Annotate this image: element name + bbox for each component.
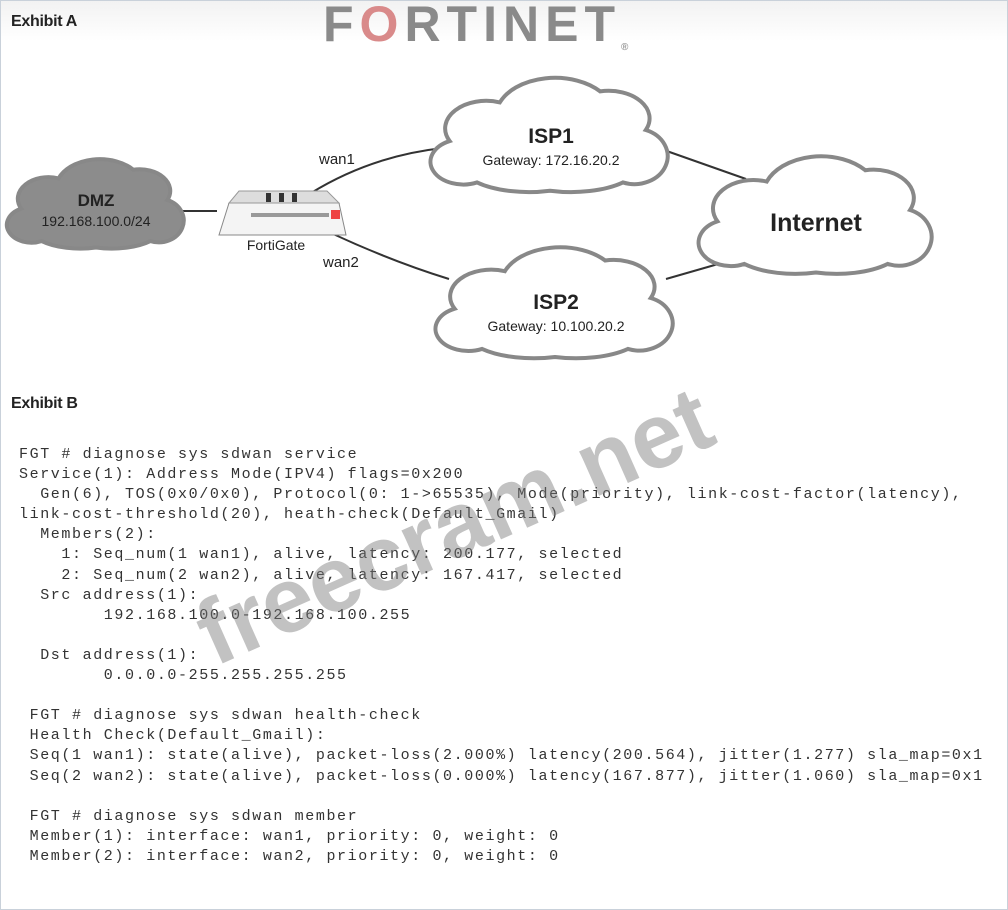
cli-line: FGT # diagnose sys sdwan member (19, 807, 359, 825)
isp1-cloud-icon (430, 78, 667, 192)
cli-line: link-cost-threshold(20), heath-check(Def… (19, 506, 560, 524)
header-band (1, 1, 1007, 41)
cli-line: 0.0.0.0-255.255.255.255 (19, 667, 348, 685)
wan1-label: wan1 (319, 151, 355, 168)
isp2-label: ISP2 (533, 291, 579, 314)
network-diagram (1, 41, 1008, 381)
fortinet-logo: FORTINET® (323, 0, 629, 53)
wan2-label: wan2 (323, 254, 359, 271)
isp1-internet-link (660, 148, 747, 180)
cli-line: Health Check(Default_Gmail): (19, 727, 327, 745)
cli-line: Service(1): Address Mode(IPV4) flags=0x2… (19, 466, 465, 484)
cli-line: Dst address(1): (19, 646, 200, 664)
dmz-label: DMZ (77, 191, 115, 210)
isp2-cloud-icon (435, 247, 672, 358)
internet-cloud-icon (699, 156, 932, 274)
isp2-gateway: Gateway: 10.100.20.2 (487, 318, 625, 334)
exhibit-a-title: Exhibit A (11, 13, 78, 30)
isp1-label: ISP1 (528, 125, 574, 148)
cli-line: Member(1): interface: wan1, priority: 0,… (19, 827, 560, 845)
cli-line: Src address(1): (19, 586, 200, 604)
cli-line: Gen(6), TOS(0x0/0x0), Protocol(0: 1->655… (19, 486, 963, 504)
cli-line (19, 686, 984, 706)
wan2-link (330, 232, 450, 280)
isp1-gateway: Gateway: 172.16.20.2 (482, 152, 620, 168)
cli-line: Member(2): interface: wan2, priority: 0,… (19, 847, 560, 865)
cli-line (19, 626, 984, 646)
dmz-subnet: 192.168.100.0/24 (41, 213, 151, 229)
cli-line: Seq(1 wan1): state(alive), packet-loss(2… (19, 747, 984, 765)
cli-line: 1: Seq_num(1 wan1), alive, latency: 200.… (19, 546, 624, 564)
internet-label: Internet (770, 209, 862, 237)
cli-line: 2: Seq_num(2 wan2), alive, latency: 167.… (19, 566, 624, 584)
cli-line: Seq(2 wan2): state(alive), packet-loss(0… (19, 767, 984, 785)
exhibit-b-title: Exhibit B (11, 395, 78, 412)
dmz-cloud-icon (7, 159, 184, 248)
cli-line: FGT # diagnose sys sdwan service (19, 446, 359, 463)
wan1-link (310, 147, 444, 194)
cli-line: 192.168.100.0-192.168.100.255 (19, 606, 412, 624)
cli-line (19, 787, 984, 807)
fortigate-device-icon (218, 190, 347, 236)
fortigate-label: FortiGate (246, 237, 306, 253)
cli-line: Members(2): (19, 526, 157, 544)
cli-line: FGT # diagnose sys sdwan health-check (19, 707, 422, 725)
